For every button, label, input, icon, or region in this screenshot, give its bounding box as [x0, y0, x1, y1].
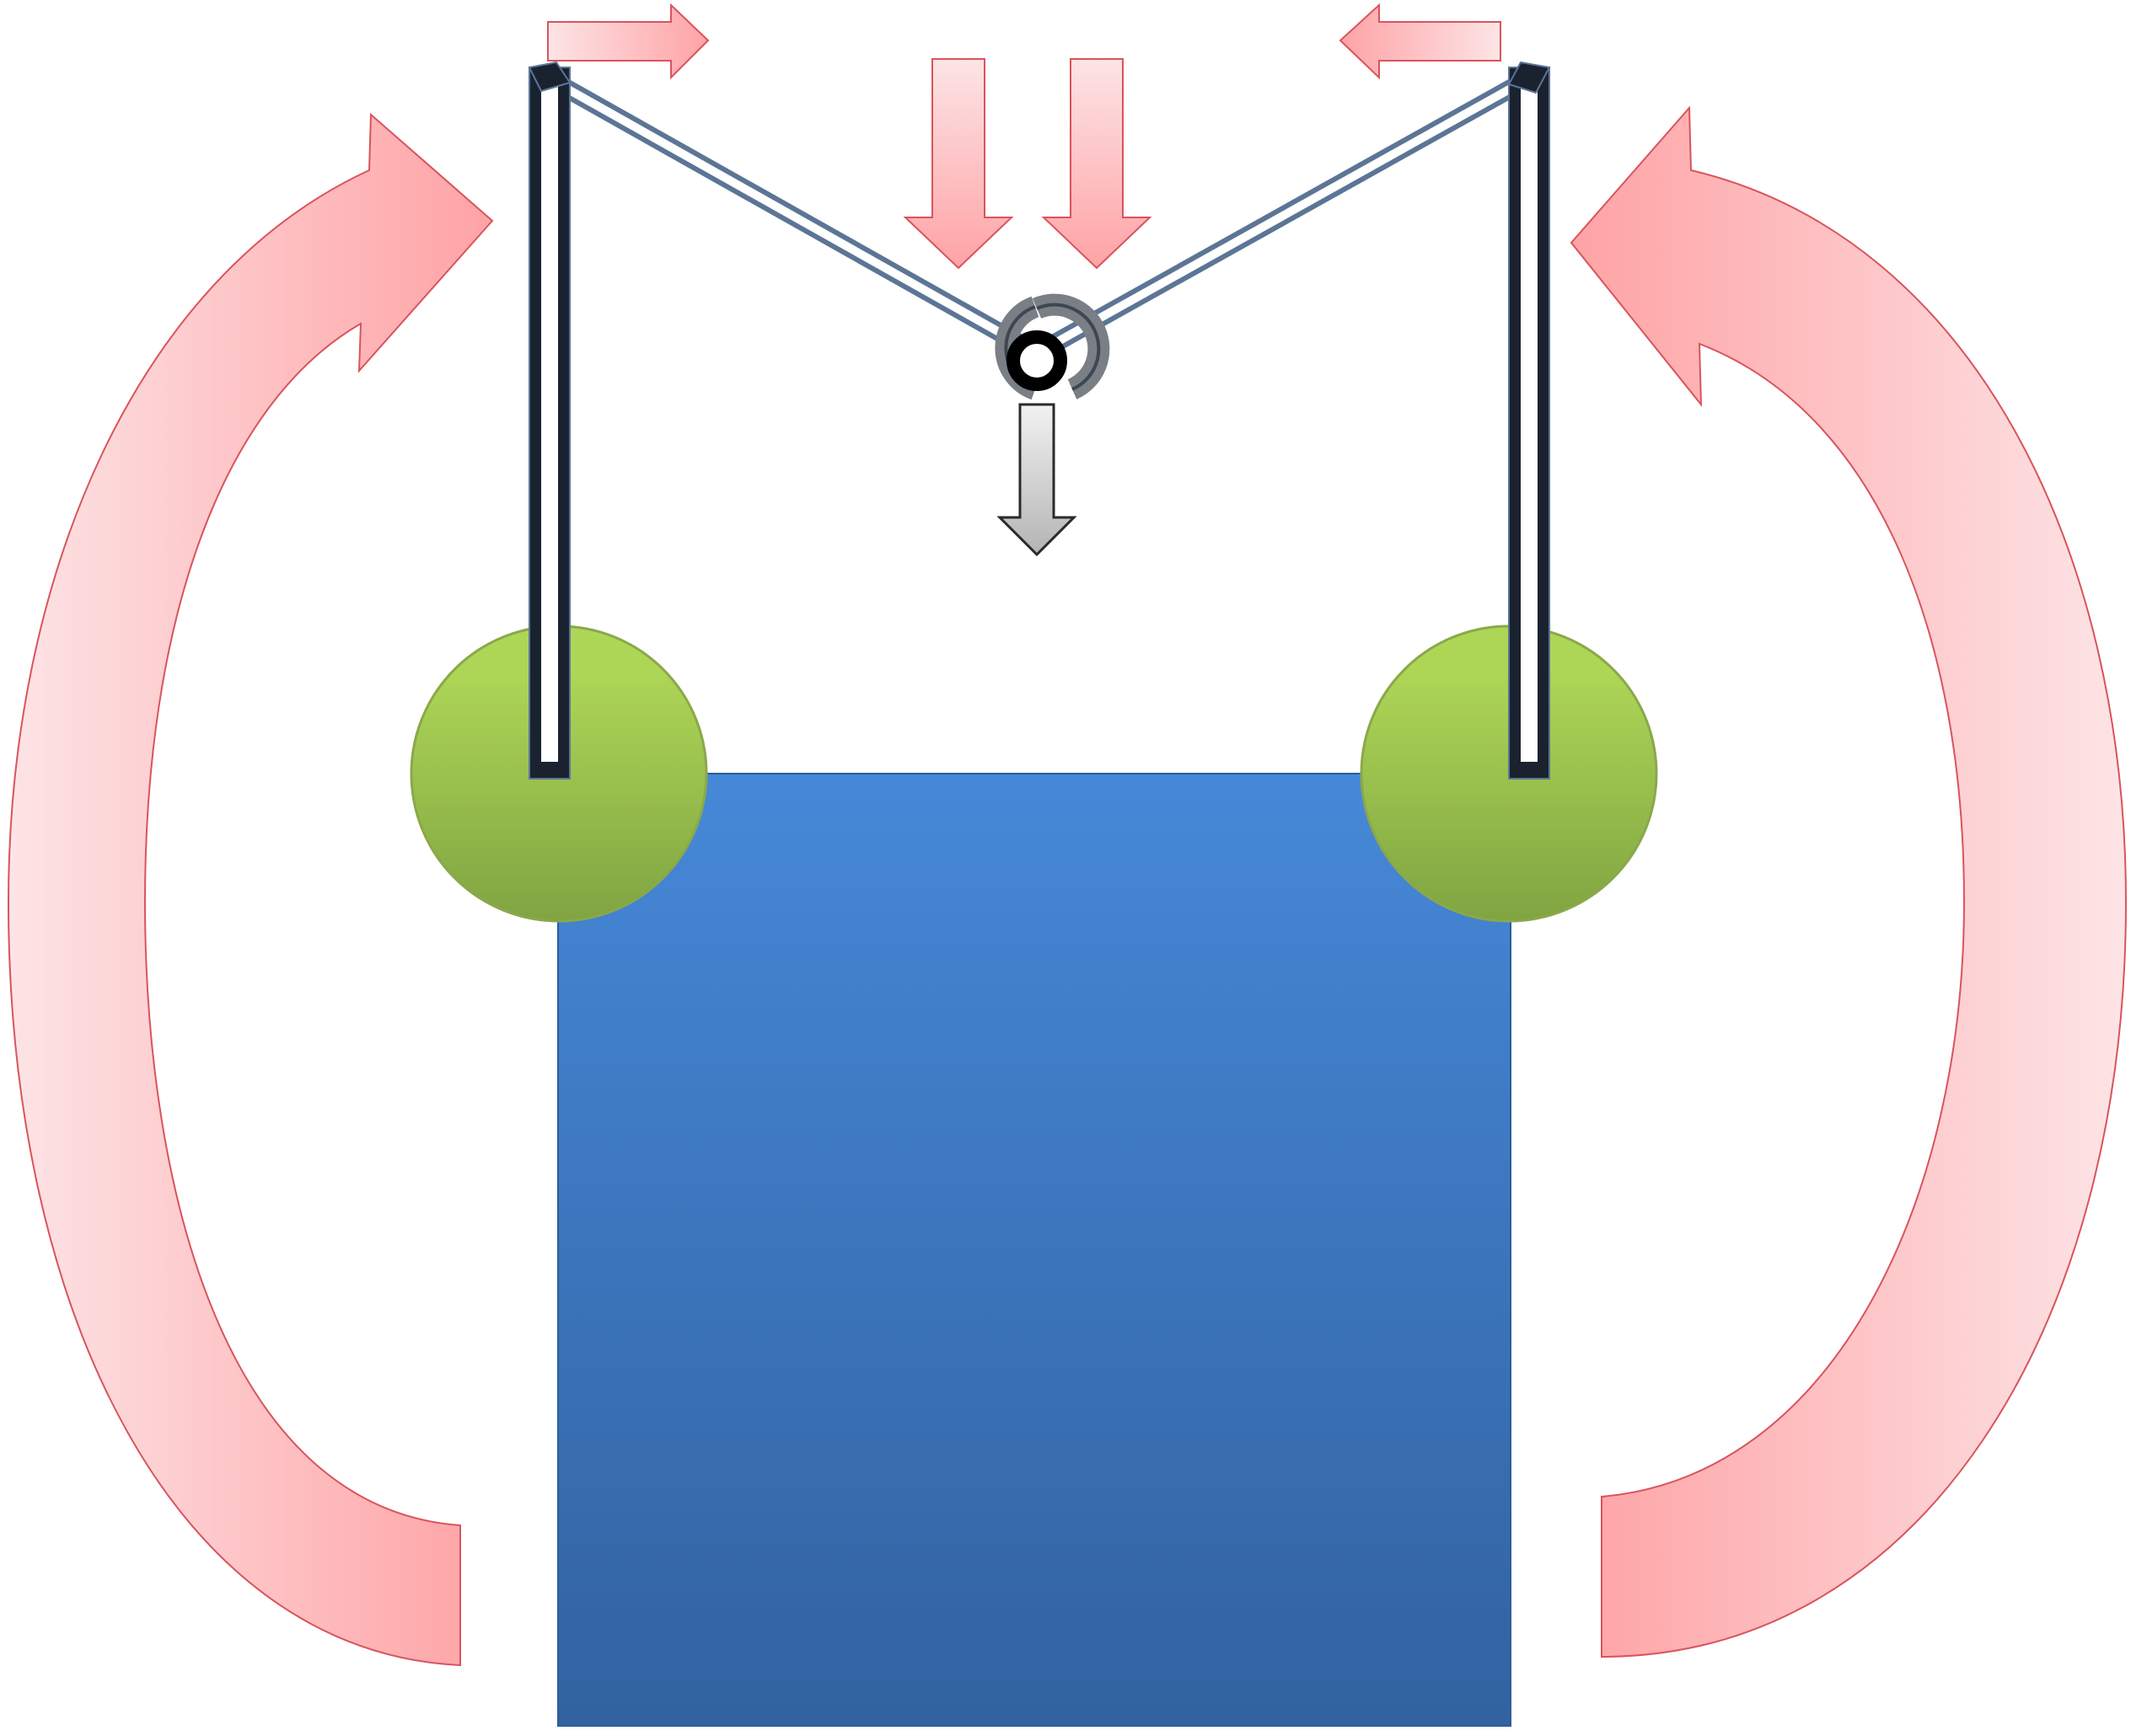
center-hinge-icon — [995, 293, 1110, 400]
top-left-arrow-right-icon — [547, 3, 710, 80]
right-curved-arrow-icon — [1570, 105, 2128, 1658]
gravity-arrow-icon — [996, 403, 1077, 557]
blue-block — [557, 773, 1511, 1727]
frame — [528, 61, 1551, 780]
top-right-arrow-left-icon — [1339, 3, 1501, 80]
down-arrow-icon — [1041, 58, 1152, 270]
down-arrow-icon — [903, 58, 1014, 270]
left-curved-arrow-icon — [7, 112, 494, 1667]
